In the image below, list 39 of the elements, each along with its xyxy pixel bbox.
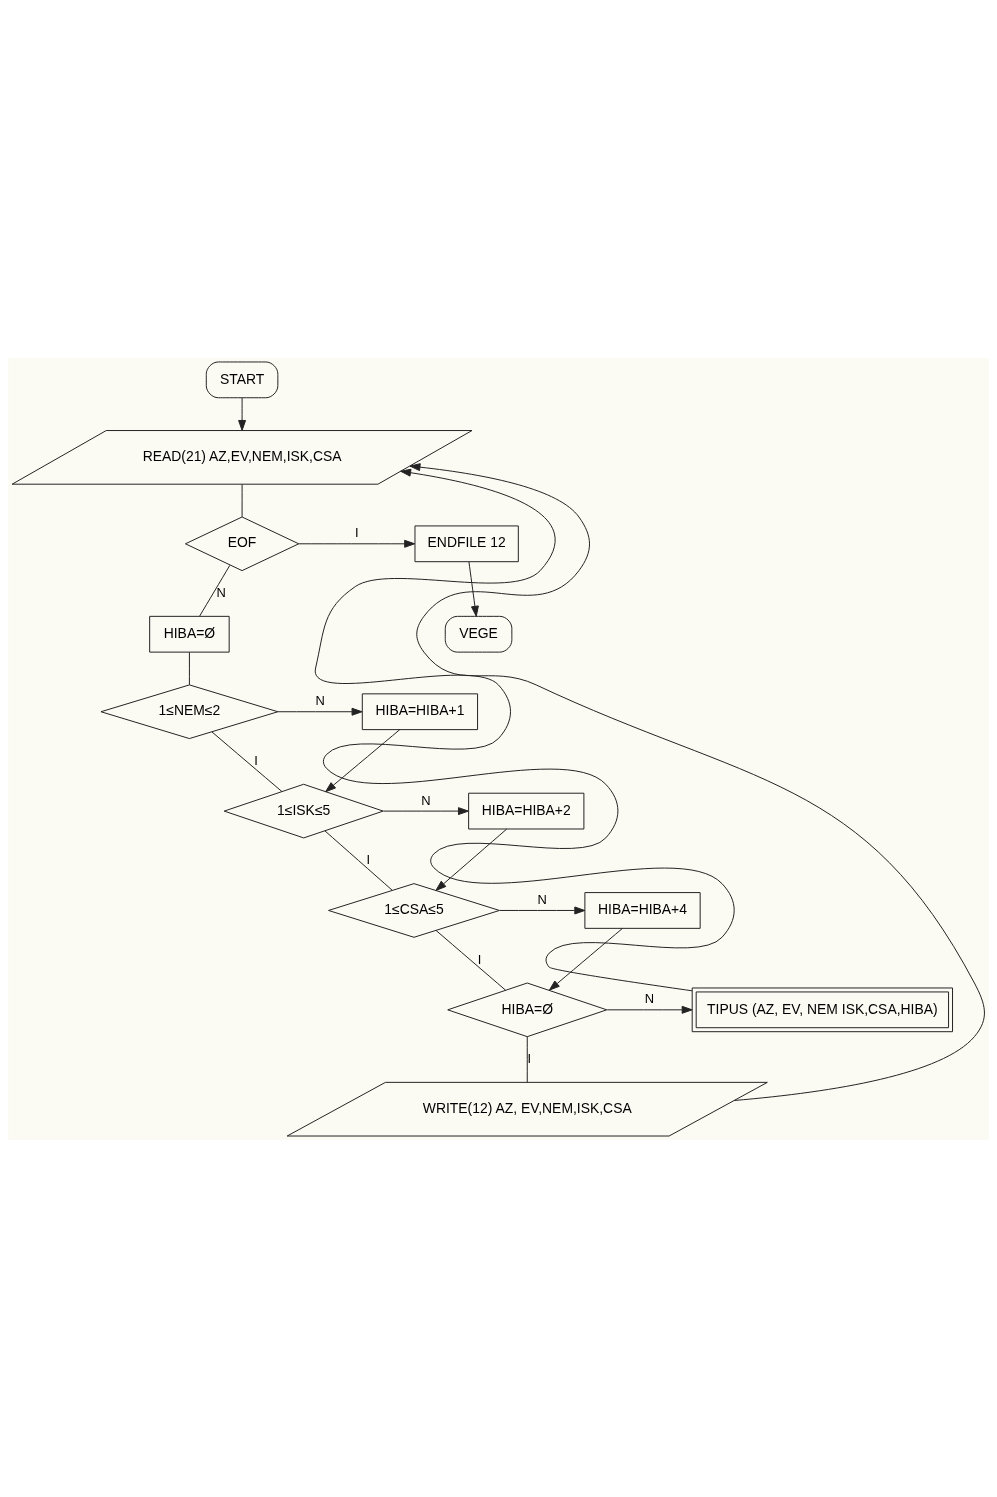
connector xyxy=(526,1035,528,1083)
edge-label: I xyxy=(527,1050,532,1066)
arrow xyxy=(468,560,479,617)
node-box: HIBA=HIBA+2 xyxy=(468,792,585,829)
arrow xyxy=(409,462,985,1101)
node-box: TIPUS (AZ, EV, NEM ISK,CSA,HIBA) xyxy=(691,986,954,1032)
node-diamond: EOF xyxy=(184,516,300,571)
edge-label: N xyxy=(315,692,325,708)
arrow xyxy=(382,806,469,815)
arrow xyxy=(277,707,363,716)
arrow xyxy=(606,1005,693,1014)
node-box: HIBA=HIBA+1 xyxy=(361,692,479,730)
edge-label: N xyxy=(644,990,655,1006)
arrow xyxy=(325,728,401,792)
node-box: START xyxy=(205,360,279,398)
connector xyxy=(324,829,393,891)
connector xyxy=(435,929,507,991)
connector xyxy=(241,483,243,517)
edge-label: I xyxy=(366,851,371,867)
arrow xyxy=(499,906,586,914)
edge-label: I xyxy=(477,951,482,967)
edge-label: N xyxy=(421,792,431,808)
arrow xyxy=(298,539,416,548)
arrow xyxy=(315,468,735,991)
connector xyxy=(188,651,190,685)
arrow xyxy=(435,828,508,891)
edge-label: I xyxy=(254,752,258,768)
node-box: VEGE xyxy=(444,615,513,653)
arrow xyxy=(548,927,623,991)
connector xyxy=(199,564,231,617)
node-diamond: 1≤NEM≤2 xyxy=(100,683,279,739)
edge-label: N xyxy=(216,584,226,600)
arrow xyxy=(238,397,247,431)
node-box: ENDFILE 12 xyxy=(414,524,519,562)
edge-label: N xyxy=(537,891,547,907)
edge-label: I xyxy=(355,524,359,540)
connector xyxy=(211,730,283,792)
node-box: HIBA=HIBA+4 xyxy=(584,891,701,929)
node-box: HIBA=Ø xyxy=(149,615,230,653)
